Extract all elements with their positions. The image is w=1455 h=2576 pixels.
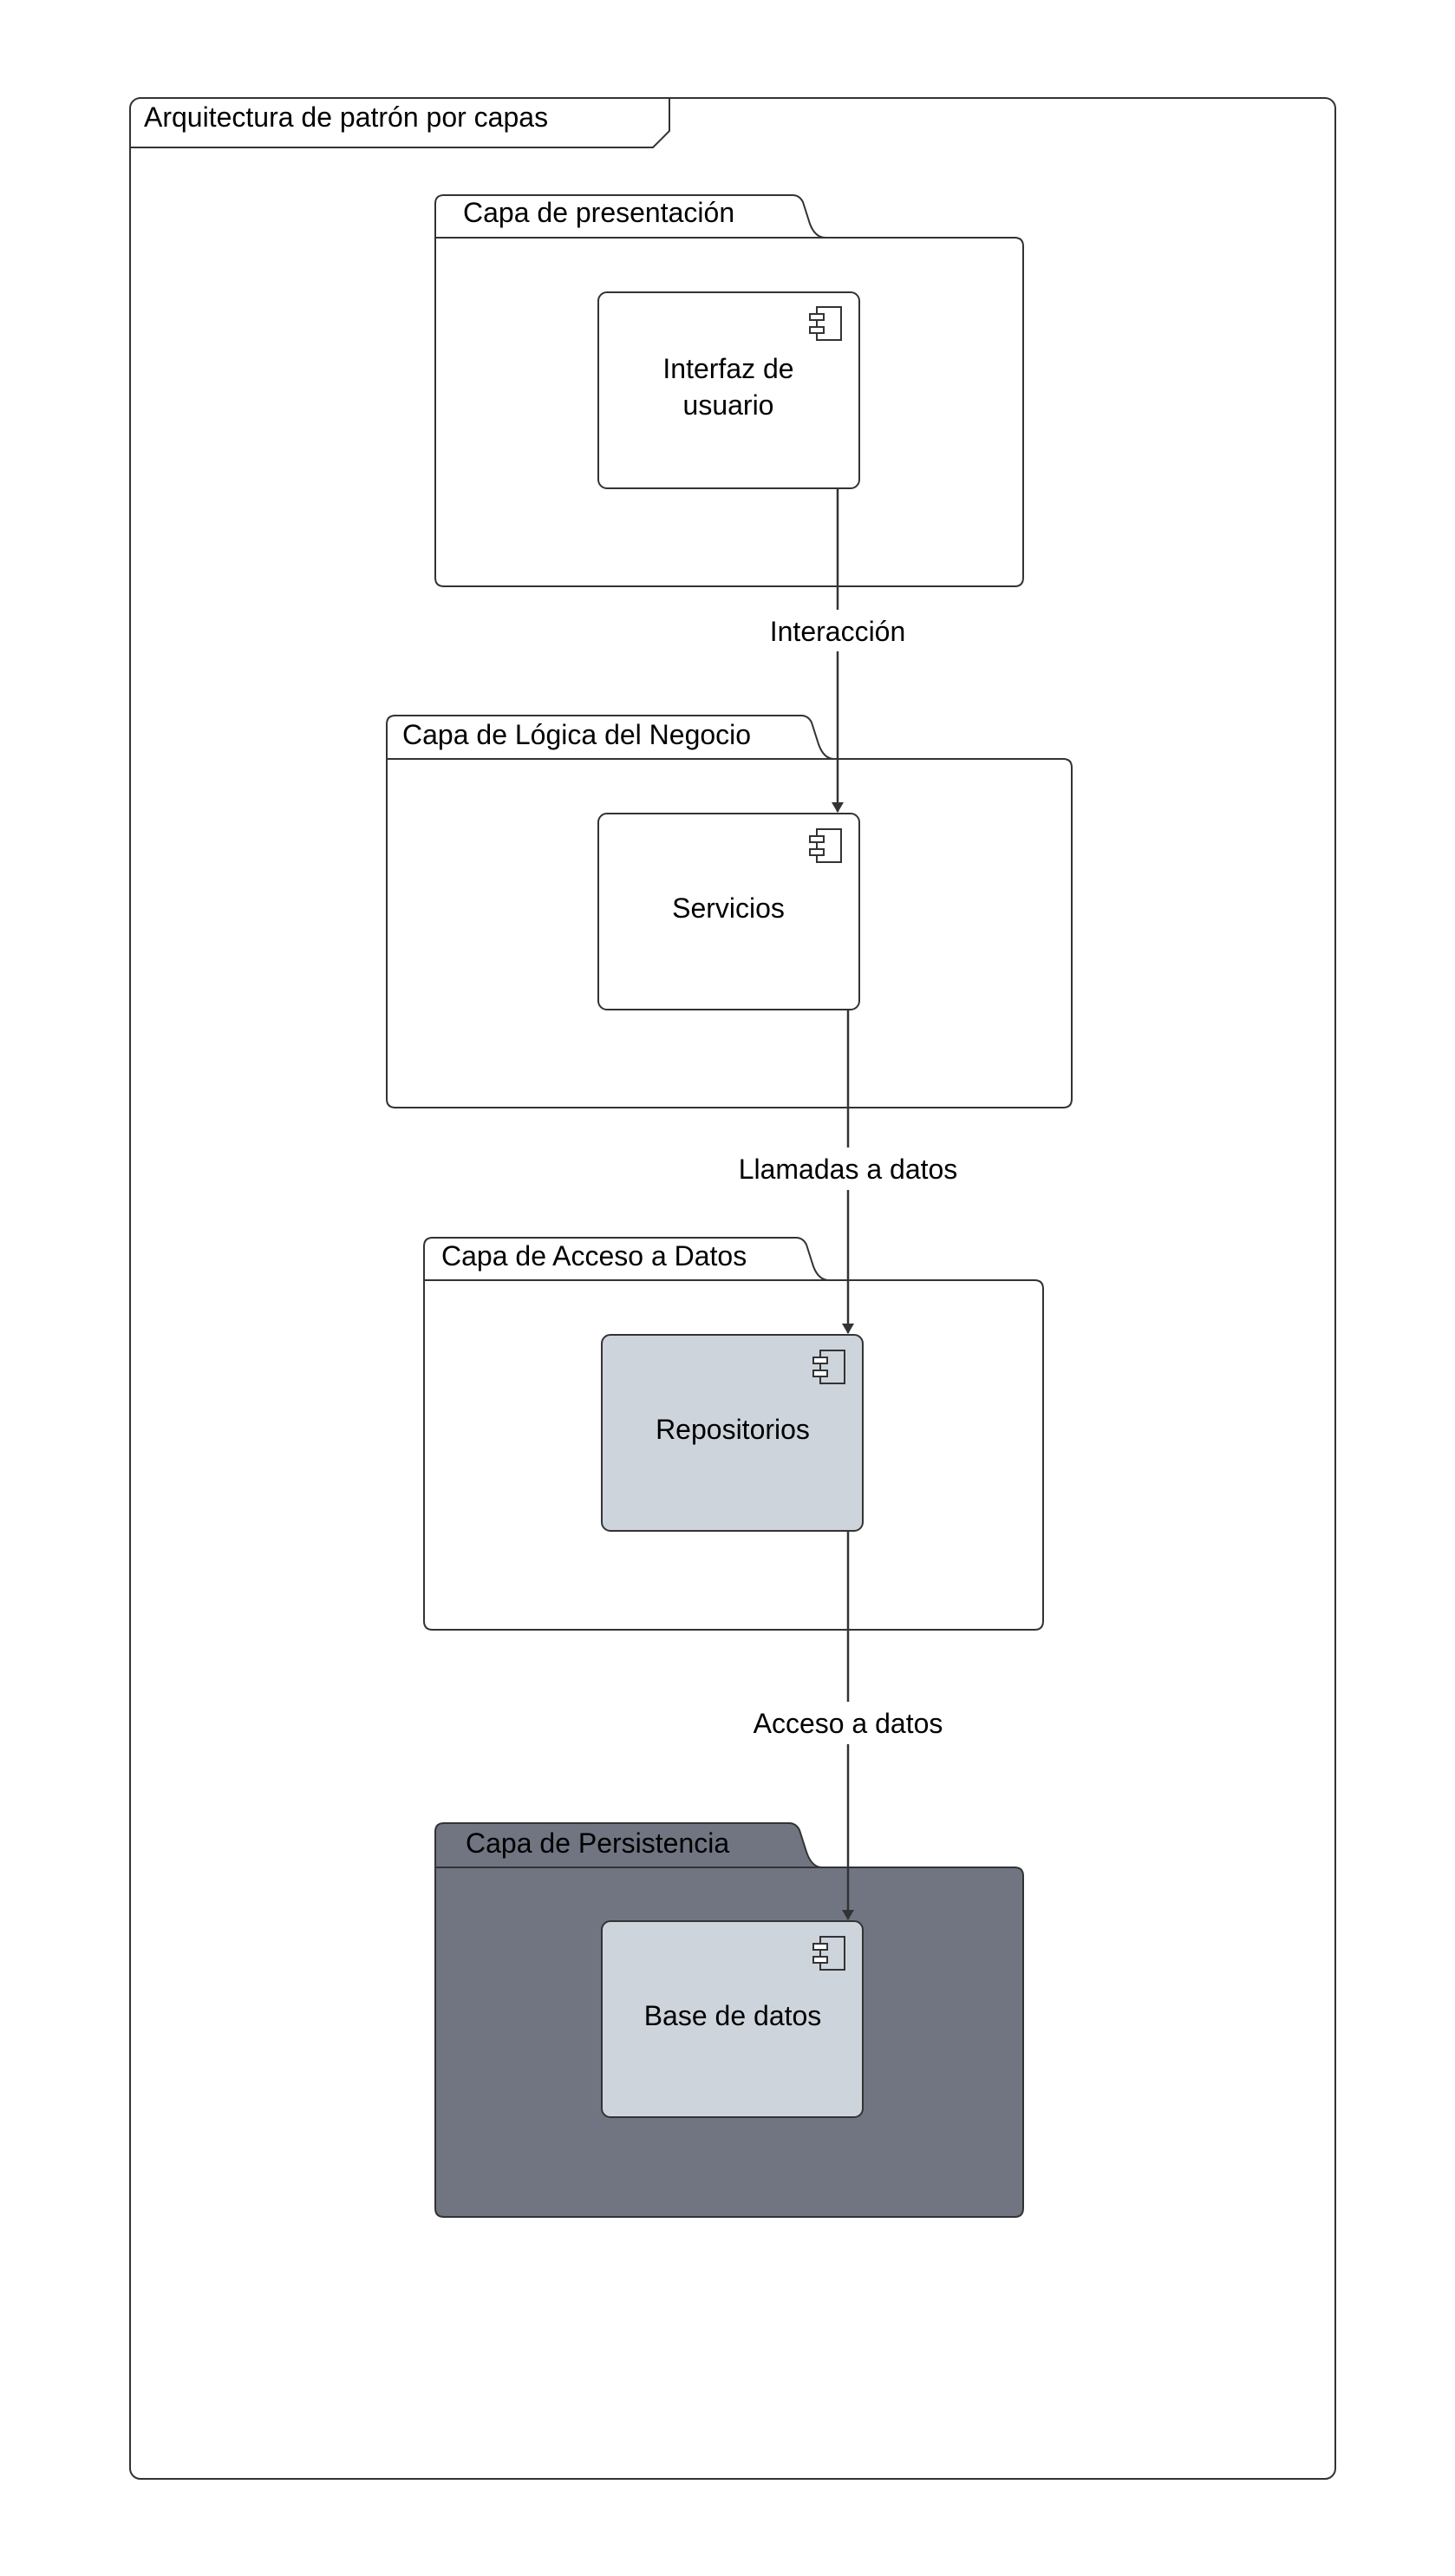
component-database-label: Base de datos xyxy=(644,2000,822,2031)
package-data-access-label: Capa de Acceso a Datos xyxy=(441,1240,747,1272)
frame-title: Arquitectura de patrón por capas xyxy=(144,101,548,133)
connector-data-access[interactable]: Acceso a datos xyxy=(754,1531,943,1920)
component-repositories[interactable]: Repositorios xyxy=(601,1334,864,1532)
connector-data-access-label: Acceso a datos xyxy=(754,1708,943,1739)
connector-interaction[interactable]: Interacción xyxy=(770,488,906,813)
component-user-interface[interactable]: Interfaz de usuario xyxy=(597,291,860,489)
connector-interaction-label: Interacción xyxy=(770,616,906,647)
component-services[interactable]: Servicios xyxy=(597,813,860,1010)
component-user-interface-label-line1: Interfaz de xyxy=(662,353,793,384)
connector-data-calls-label: Llamadas a datos xyxy=(739,1154,958,1185)
component-repositories-label: Repositorios xyxy=(656,1414,810,1445)
package-business-logic-label: Capa de Lógica del Negocio xyxy=(402,719,751,750)
package-persistence-label: Capa de Persistencia xyxy=(466,1827,729,1859)
component-database[interactable]: Base de datos xyxy=(601,1920,864,2118)
component-services-label: Servicios xyxy=(672,892,785,924)
package-presentation-label: Capa de presentación xyxy=(463,197,734,228)
connector-data-calls[interactable]: Llamadas a datos xyxy=(739,1010,958,1334)
component-user-interface-label-line2: usuario xyxy=(683,389,774,421)
